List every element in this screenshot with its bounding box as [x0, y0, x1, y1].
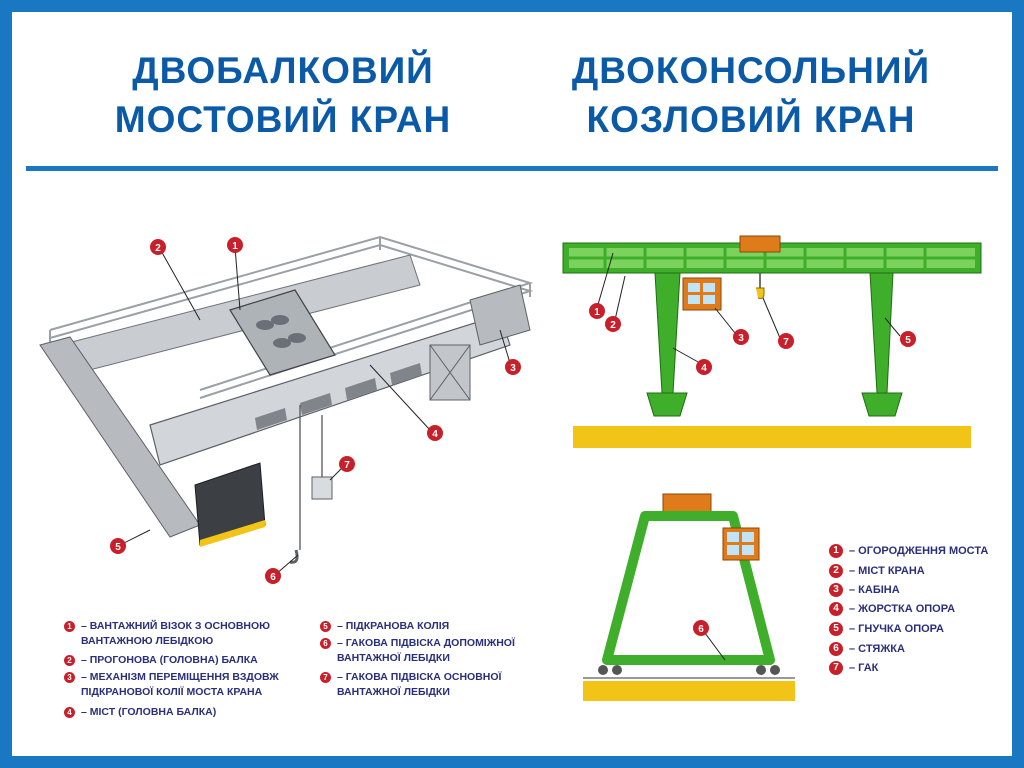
flexible-leg-foot	[861, 392, 903, 417]
legend-item-3: 3 – МЕХАНІЗМ ПЕРЕМІЩЕННЯ ВЗДОВЖ ПІДКРАНО…	[64, 670, 279, 700]
main-girder	[149, 314, 511, 466]
title-bridge-crane-line2: МОСТОВИЙ КРАН	[114, 99, 452, 140]
callout-1: 1	[232, 241, 238, 252]
gantry-callout-1: 1	[594, 307, 600, 318]
gantry-legend-item-7: 7 – ГАК	[829, 661, 878, 676]
legend-badge: 1	[829, 544, 843, 558]
gantry-front-leaders	[596, 252, 901, 364]
gantry-legend-item-6: 6 – СТЯЖКА	[829, 642, 905, 657]
legend-badge: 3	[829, 583, 843, 597]
callout-6: 6	[270, 572, 276, 583]
legend-text: – МІСТ (ГОЛОВНА БАЛКА)	[81, 706, 217, 718]
legend-badge: 5	[320, 621, 331, 632]
flexible-leg-front	[869, 272, 894, 394]
bridge-crane-illustration: 1 2 3 4 5 6 7	[39, 235, 534, 584]
callout-2: 2	[155, 243, 161, 254]
side-frame	[602, 511, 775, 665]
gantry-legend-item-4: 4 – ЖОРСТКА ОПОРА	[829, 602, 955, 617]
legend-badge: 6	[320, 638, 331, 649]
callout-5: 5	[115, 542, 121, 553]
hook-ropes	[299, 405, 323, 550]
rail-yellow-side	[583, 681, 795, 701]
legend-text: – СТЯЖКА	[849, 643, 905, 655]
gantry-callout-7: 7	[783, 337, 789, 348]
legend-text: – ГАКОВА ПІДВІСКА ОСНОВНОЇ ВАНТАЖНОЇ ЛЕБ…	[337, 671, 502, 698]
legend-item-2: 2 – ПРОГОНОВА (ГОЛОВНА) БАЛКА	[64, 653, 258, 668]
legend-badge: 6	[829, 642, 843, 656]
title-bridge-crane: ДВОБАЛКОВИЙ МОСТОВИЙ КРАН	[78, 46, 488, 144]
gantry-bridge	[562, 242, 982, 274]
trolley-winch-drums	[256, 315, 306, 348]
legend-text: – ЖОРСТКА ОПОРА	[849, 603, 956, 615]
legend-text: – МЕХАНІЗМ ПЕРЕМІЩЕННЯ ВЗДОВЖ ПІДКРАНОВО…	[81, 671, 279, 698]
legend-text: – МІСТ КРАНА	[849, 565, 925, 577]
bridge-crane-callouts: 1 2 3 4 5 6 7	[110, 237, 521, 584]
right-end-carriage	[469, 284, 531, 346]
legend-badge: 4	[64, 707, 75, 718]
gantry-legend-item-5: 5 – ГНУЧКА ОПОРА	[829, 622, 944, 637]
title-gantry-crane-line2: КОЗЛОВИЙ КРАН	[586, 99, 916, 140]
cabin-front-windows	[688, 283, 715, 304]
legend-text: – ВАНТАЖНИЙ ВІЗОК З ОСНОВНОЮ ВАНТАЖНОЮ Л…	[81, 620, 270, 647]
legend-item-5: 5 – ПІДКРАНОВА КОЛІЯ	[320, 619, 449, 634]
trolley-front	[739, 235, 781, 253]
legend-badge: 7	[829, 661, 843, 675]
legend-text: – ПІДКРАНОВА КОЛІЯ	[337, 620, 450, 632]
hook-front	[756, 287, 765, 299]
travel-mechanism-bracing	[429, 344, 471, 401]
cabin-front	[682, 277, 722, 311]
gantry-legend-item-3: 3 – КАБІНА	[829, 583, 900, 598]
legend-badge: 3	[64, 672, 75, 683]
legend-item-7: 7 – ГАКОВА ПІДВІСКА ОСНОВНОЇ ВАНТАЖНОЇ Л…	[320, 670, 501, 700]
title-gantry-crane-line1: ДВОКОНСОЛЬНИЙ	[571, 50, 931, 91]
cabin-side-windows	[727, 532, 754, 555]
gantry-crane-front-view: 1 2 3 4 5 7	[562, 235, 982, 448]
legend-text: – ГНУЧКА ОПОРА	[849, 623, 944, 635]
legend-badge: 5	[829, 622, 843, 636]
callout-7: 7	[344, 460, 350, 471]
gantry-crane-side-view: 6	[583, 493, 795, 701]
gantry-callout-6: 6	[698, 624, 704, 635]
title-divider	[26, 166, 998, 171]
side-wheels	[598, 665, 780, 675]
legend-text: – ОГОРОДЖЕННЯ МОСТА	[849, 545, 989, 557]
rail-yellow-front	[573, 426, 971, 448]
legend-item-1: 1 – ВАНТАЖНИЙ ВІЗОК З ОСНОВНОЮ ВАНТАЖНОЮ…	[64, 619, 270, 649]
girder-panels	[255, 363, 422, 430]
bridge-railing	[49, 235, 534, 399]
legend-text: – ГАК	[849, 662, 879, 674]
gantry-callout-2: 2	[610, 320, 616, 331]
gantry-callout-4: 4	[701, 363, 707, 374]
gantry-front-callouts: 1 2 3 4 5 7	[589, 303, 916, 375]
legend-badge: 1	[64, 621, 75, 632]
cabin-hazard-stripe	[200, 520, 265, 547]
legend-badge: 7	[320, 672, 331, 683]
gantry-callout-3: 3	[738, 333, 744, 344]
gantry-legend-item-2: 2 – МІСТ КРАНА	[829, 564, 925, 579]
rigid-leg-front	[654, 272, 681, 394]
rigid-leg-foot	[646, 392, 688, 417]
title-bridge-crane-line1: ДВОБАЛКОВИЙ	[132, 50, 434, 91]
legend-badge: 4	[829, 602, 843, 616]
legend-item-4: 4 – МІСТ (ГОЛОВНА БАЛКА)	[64, 705, 216, 720]
legend-text: – ГАКОВА ПІДВІСКА ДОПОМІЖНОЇ ВАНТАЖНОЇ Л…	[337, 637, 515, 664]
legend-item-6: 6 – ГАКОВА ПІДВІСКА ДОПОМІЖНОЇ ВАНТАЖНОЇ…	[320, 636, 515, 666]
trolley	[229, 289, 336, 376]
gantry-callout-5: 5	[905, 335, 911, 346]
main-hook-block	[311, 476, 333, 500]
callout-4: 4	[432, 429, 438, 440]
legend-badge: 2	[829, 564, 843, 578]
callout-3: 3	[510, 363, 516, 374]
legend-text: – КАБІНА	[849, 584, 900, 596]
title-gantry-crane: ДВОКОНСОЛЬНИЙ КОЗЛОВИЙ КРАН	[536, 46, 966, 144]
auxiliary-hook	[289, 549, 299, 564]
gantry-legend-item-1: 1 – ОГОРОДЖЕННЯ МОСТА	[829, 544, 988, 559]
legend-text: – ПРОГОНОВА (ГОЛОВНА) БАЛКА	[81, 654, 258, 666]
legend-badge: 2	[64, 655, 75, 666]
